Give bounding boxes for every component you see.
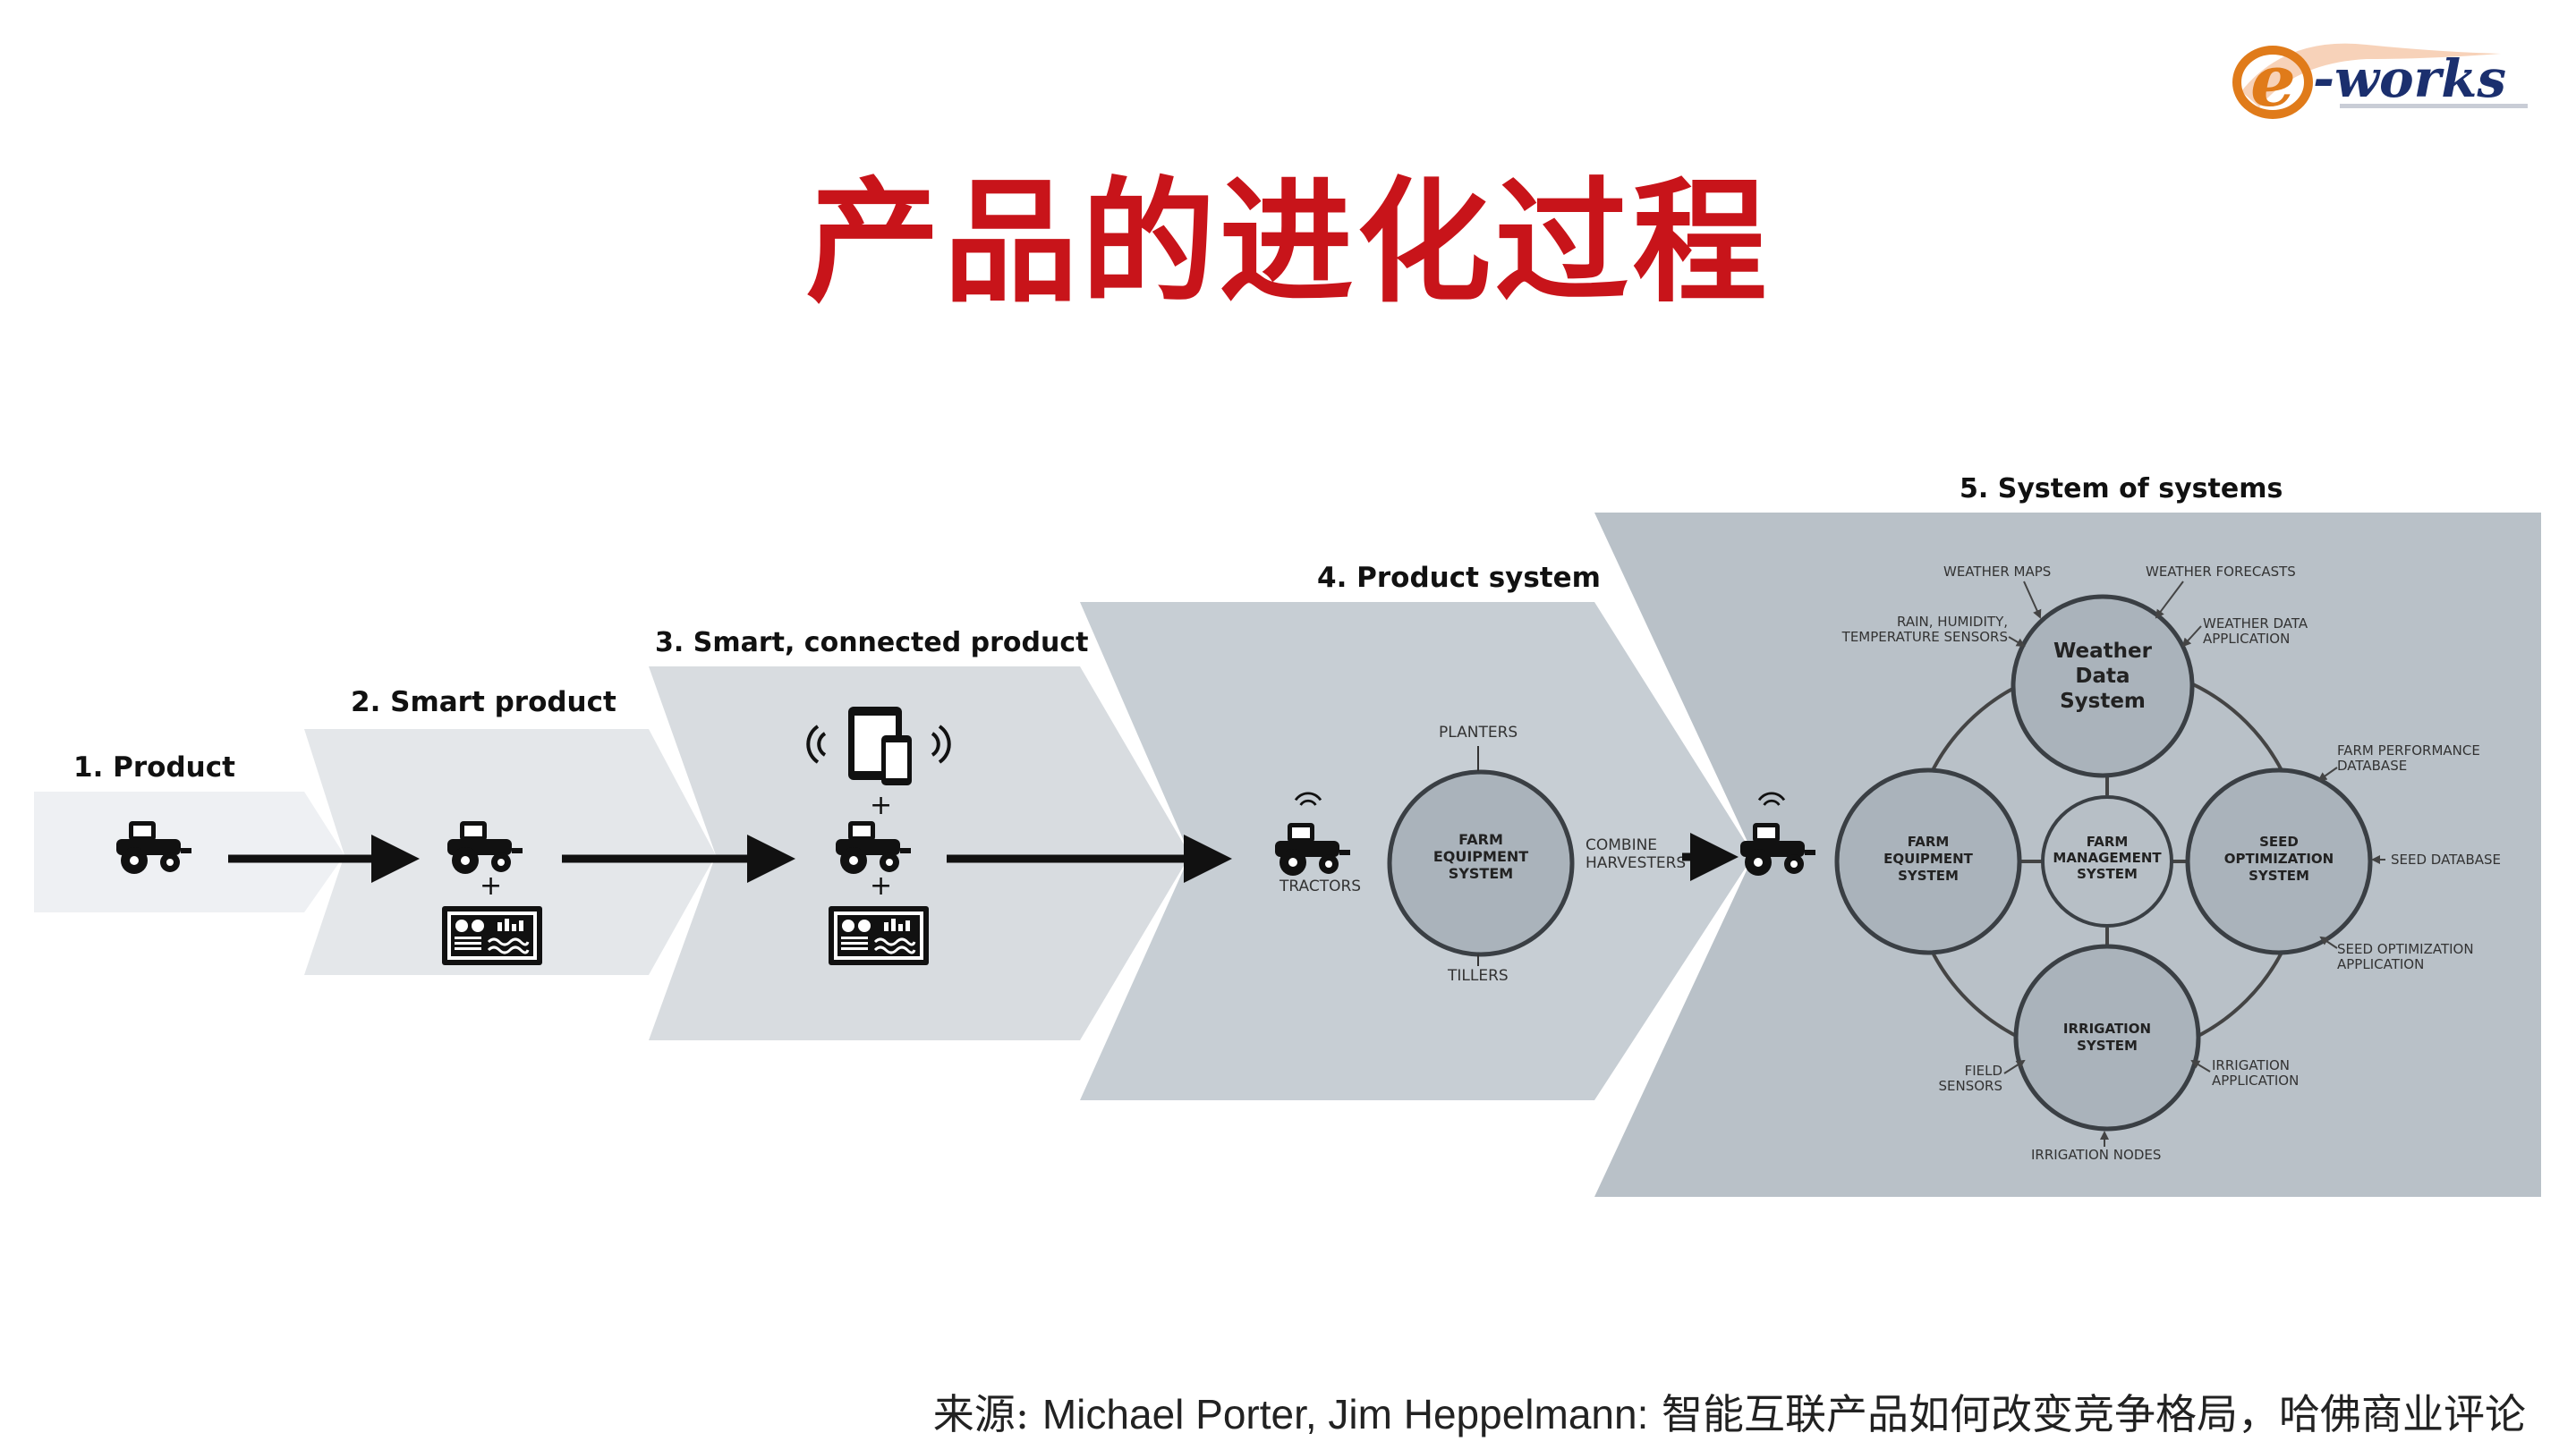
farm-management-system-node xyxy=(2041,795,2173,928)
stage-3-label: 3. Smart, connected product xyxy=(655,627,1088,658)
weather-data-system-node xyxy=(2011,594,2195,778)
farm-equipment-system-node xyxy=(1834,767,2022,955)
stage-1-label: 1. Product xyxy=(73,751,235,784)
stage-4-label: 4. Product system xyxy=(1317,562,1601,594)
weather-forecasts-label: WEATHER FORECASTS xyxy=(2146,564,2296,580)
plus-icon: + xyxy=(480,870,502,902)
logo-e: e xyxy=(2250,38,2296,123)
rain-sensors-label: RAIN, HUMIDITY,TEMPERATURE SENSORS xyxy=(1841,614,2008,645)
source-article: 智能互联产品如何改变竞争格局，哈佛商业评论 xyxy=(1648,1390,2526,1438)
source-citation: 来源: Michael Porter, Jim Heppelmann: 智能互联… xyxy=(933,1382,2526,1441)
irrigation-nodes-label: IRRIGATION NODES xyxy=(2031,1147,2161,1163)
seed-database-label: SEED DATABASE xyxy=(2391,852,2501,868)
plus-icon: + xyxy=(870,870,892,902)
tablet-phone-icon xyxy=(848,707,912,785)
dashboard-icon xyxy=(827,904,931,967)
product-system-planters: PLANTERS xyxy=(1439,724,1518,742)
stage-2-label: 2. Smart product xyxy=(351,686,616,718)
logo-works: -works xyxy=(2313,48,2506,109)
product-system-tractors: TRACTORS xyxy=(1279,878,1361,895)
stage-5-label: 5. System of systems xyxy=(1960,473,2283,505)
dashboard-icon xyxy=(440,904,544,967)
eworks-logo: e -works xyxy=(2232,38,2528,123)
page-title: 产品的进化过程 xyxy=(805,165,1771,321)
plus-icon: + xyxy=(870,790,892,821)
farm-equipment-system-node xyxy=(1387,769,1575,957)
irrigation-system-node xyxy=(2013,944,2201,1132)
product-system-tillers: TILLERS xyxy=(1447,967,1509,985)
seed-optimization-system-node xyxy=(2185,767,2373,955)
weather-maps-label: WEATHER MAPS xyxy=(1943,564,2051,580)
band-stage-3 xyxy=(649,666,1190,1040)
source-prefix: 来源: xyxy=(932,1390,1042,1438)
source-authors: Michael Porter, Jim Heppelmann: xyxy=(1041,1391,1649,1437)
